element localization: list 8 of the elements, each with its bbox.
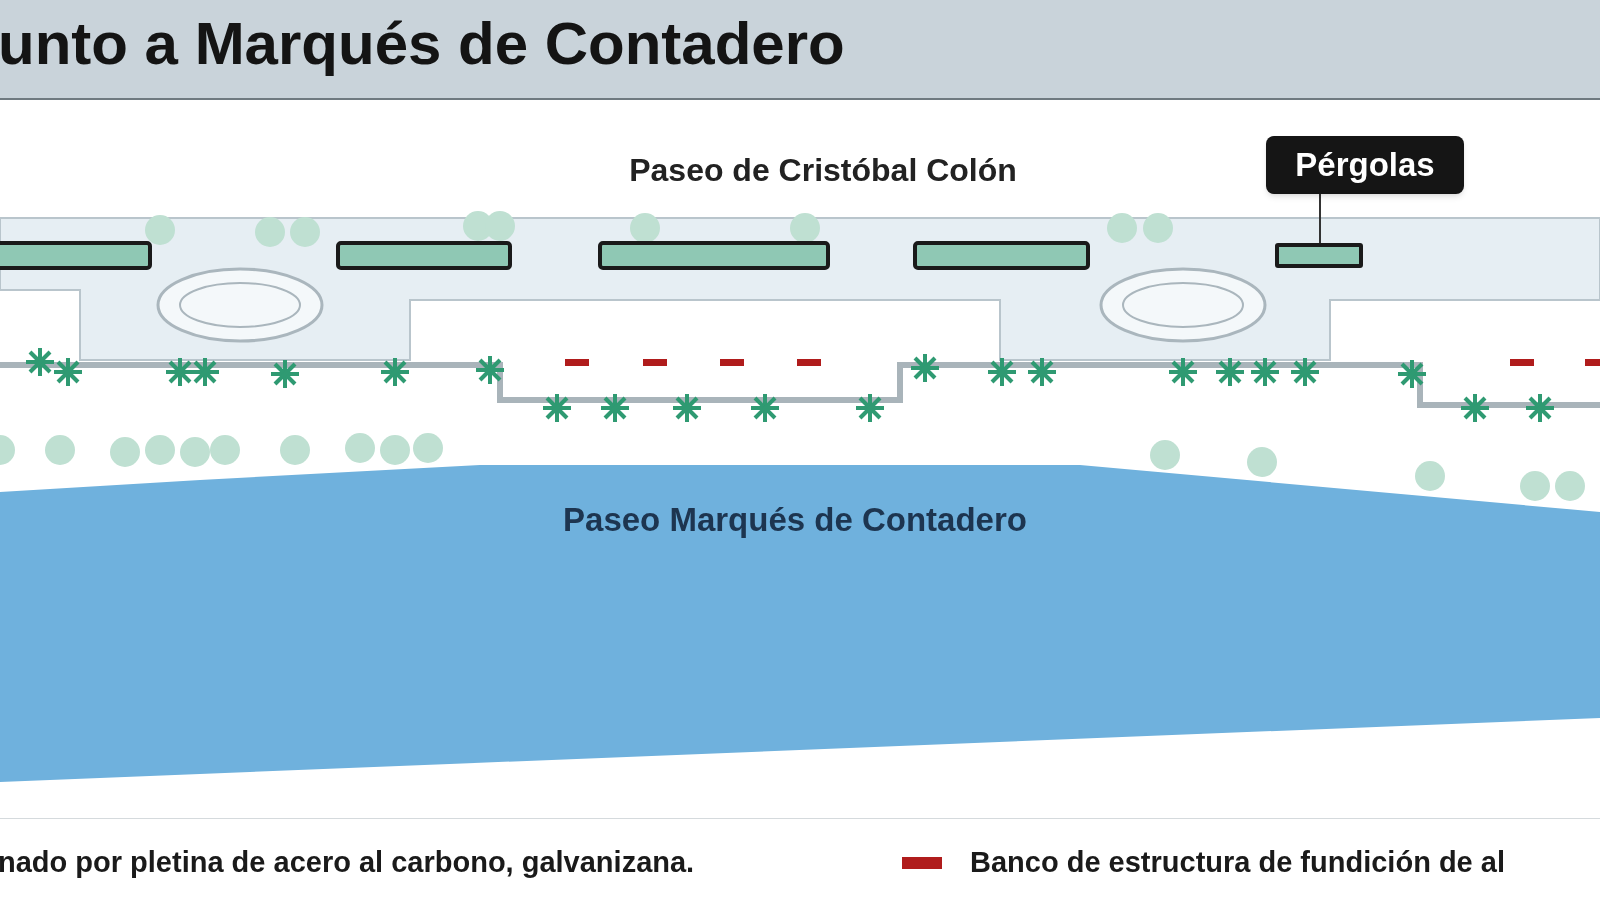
pergola-bar (1275, 243, 1363, 268)
legend-text: nado por pletina de acero al carbono, galvanizana. (0, 848, 695, 877)
street-label: Paseo de Cristóbal Colón (629, 151, 1017, 190)
legend-text: Banco de estructura de fundición de al (970, 848, 1505, 877)
callout-label: Pérgolas (1266, 136, 1464, 194)
street-label: Paseo Marqués de Contadero (563, 500, 1027, 541)
title: unto a Marqués de Contadero (0, 14, 845, 74)
leader-line (1319, 193, 1321, 244)
